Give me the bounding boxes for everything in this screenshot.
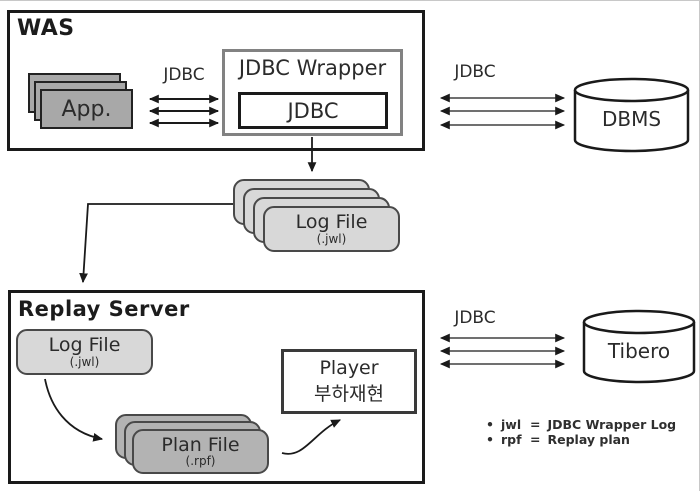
jdbc-inner-label: JDBC (287, 98, 339, 123)
replay-server-title: Replay Server (18, 297, 190, 321)
app-card: App. (40, 89, 133, 129)
plan-stack-ext: (.rpf) (185, 454, 216, 469)
player-title: Player (319, 356, 379, 379)
log-stack-ext: (.jwl) (316, 231, 347, 246)
plan-stack-title: Plan File (161, 433, 240, 456)
replay-tibero-jdbc-arrows (439, 333, 566, 369)
jdbc-wrapper-title: JDBC Wrapper (238, 56, 387, 80)
legend-separator: = (530, 432, 541, 447)
legend-term: jwl (501, 417, 522, 432)
dbms-label: DBMS (601, 107, 662, 131)
replay-log-file-ext: (.jwl) (69, 354, 100, 369)
was-title: WAS (17, 16, 75, 41)
legend-definition: JDBC Wrapper Log (547, 417, 677, 432)
was-dbms-jdbc-arrows (439, 93, 566, 130)
app-label: App. (61, 96, 112, 122)
legend: • jwl = JDBC Wrapper Log • rpf = Replay … (486, 417, 676, 447)
jdbc-link-label-dbms: JDBC (454, 62, 496, 82)
replay-log-file: Log File (.jwl) (16, 329, 153, 375)
legend-item-jwl: • jwl = JDBC Wrapper Log (486, 417, 676, 432)
was-frame (7, 10, 425, 151)
jdbc-inner-box: JDBC (238, 92, 388, 129)
jdbc-link-label-tibero: JDBC (454, 308, 496, 328)
log-stack-title: Log File (295, 211, 368, 234)
replay-log-file-title: Log File (48, 334, 121, 357)
legend-separator: = (530, 417, 541, 432)
legend-bullet-icon: • (486, 432, 494, 447)
legend-term: rpf (501, 432, 522, 447)
player-subtitle: 부하재현 (314, 382, 384, 405)
log-to-replay-arrow (79, 203, 233, 284)
legend-bullet-icon: • (486, 417, 494, 432)
legend-item-rpf: • rpf = Replay plan (486, 432, 676, 447)
replay-server-frame (8, 290, 425, 484)
legend-definition: Replay plan (547, 432, 630, 447)
tibero-label: Tibero (607, 339, 671, 363)
player-box: Player 부하재현 (281, 349, 417, 414)
log-stack-front: Log File (.jwl) (263, 206, 400, 252)
plan-stack-front: Plan File (.rpf) (132, 429, 269, 474)
jdbc-link-label-was: JDBC (163, 65, 205, 85)
